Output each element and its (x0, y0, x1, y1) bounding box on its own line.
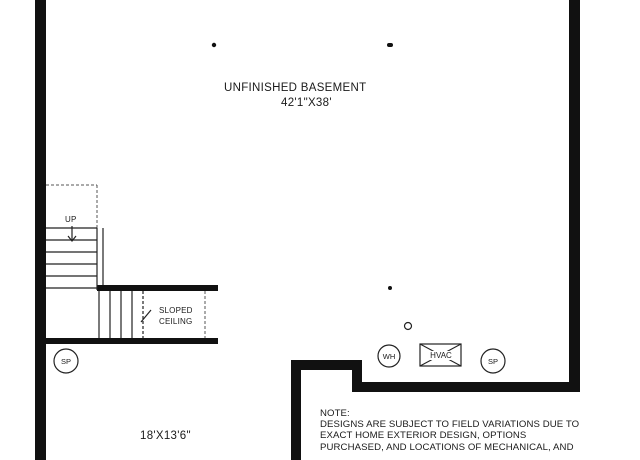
water-heater-icon (377, 344, 401, 368)
note-line: DESIGNS ARE SUBJECT TO FIELD VARIATIONS … (320, 419, 580, 431)
exterior-walls (35, 0, 580, 460)
sump-pump-left-icon (53, 348, 79, 374)
sloped-ceiling-line1: SLOPED (159, 306, 193, 315)
post-dot (211, 42, 217, 48)
interior-wall-vertical (291, 360, 301, 460)
design-note: NOTE: DESIGNS ARE SUBJECT TO FIELD VARIA… (320, 408, 640, 453)
stairs-up-label: UP (65, 215, 77, 224)
basement-room-name: UNFINISHED BASEMENT (224, 82, 367, 94)
up-arrow-head (67, 235, 77, 242)
water-heater-label: WH (382, 352, 396, 361)
dashed-outline (46, 184, 98, 228)
stairs (46, 226, 152, 338)
bump-wall-vertical (352, 360, 362, 392)
lower-room-wall (46, 338, 218, 344)
lower-room-dims: 18'X13'6" (140, 430, 191, 442)
sump-pump-left-label: SP (60, 357, 71, 366)
posts (211, 42, 393, 290)
note-line: PURCHASED, AND LOCATIONS OF MECHANICAL, … (320, 441, 574, 453)
sloped-ceiling-line2: CEILING (159, 317, 193, 326)
drain-icon (403, 321, 413, 331)
landing-wall (97, 285, 218, 291)
bump-wall-top (291, 360, 362, 370)
note-line: EXACT HOME EXTERIOR DESIGN, OPTIONS (320, 430, 527, 442)
post-dot (387, 43, 393, 47)
note-title: NOTE: (320, 408, 350, 419)
post-dot (388, 286, 392, 290)
left-wall (35, 0, 46, 460)
basement-room-dims: 42'1"X38' (281, 97, 332, 109)
hvac-label: HVAC (429, 351, 453, 360)
right-wall (569, 0, 580, 392)
sump-pump-right-icon (480, 348, 506, 374)
sloped-ceiling-mark (140, 309, 152, 323)
lower-right-wall (352, 382, 580, 392)
sump-pump-right-label: SP (487, 357, 498, 366)
